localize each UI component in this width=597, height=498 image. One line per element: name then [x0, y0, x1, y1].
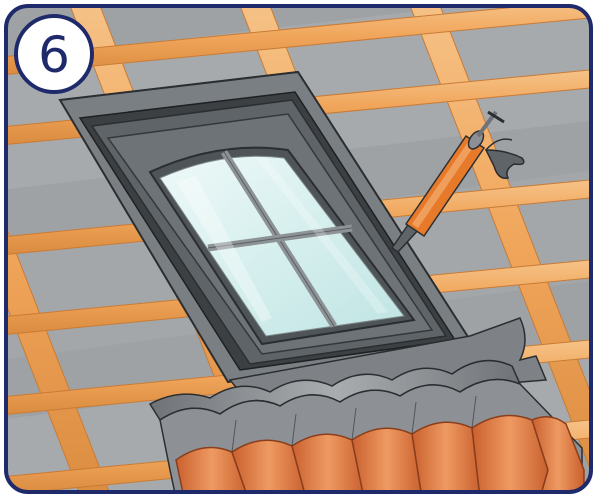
step-badge: 6 [16, 16, 92, 92]
step-number: 6 [38, 26, 70, 84]
